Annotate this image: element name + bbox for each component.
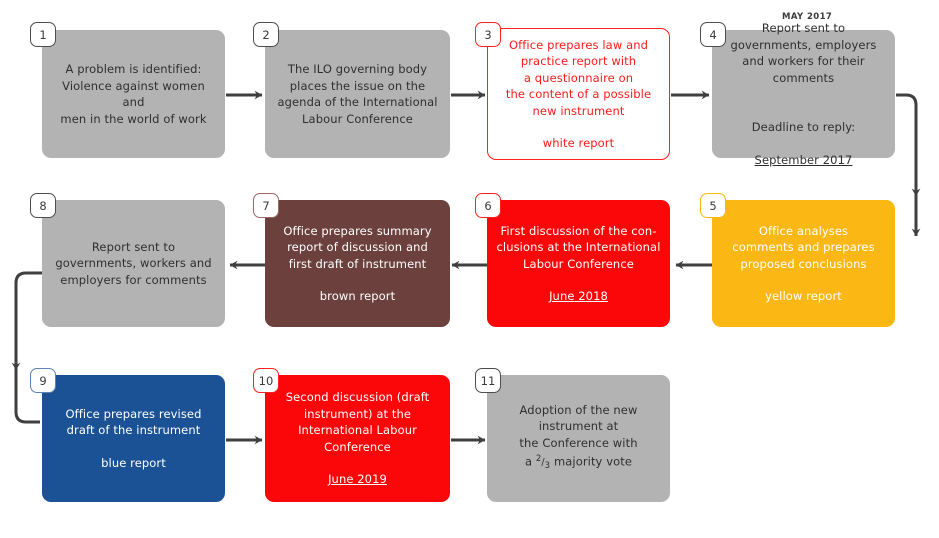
step-8-number: 8 [39,198,47,213]
step-7-report: brown report [319,289,396,303]
step-box-8[interactable]: Report sent to governments, workers and … [42,200,225,327]
step-badge-9: 9 [30,368,56,393]
step-6-date: June 2018 [549,289,608,303]
step-11-number: 11 [480,373,496,388]
step-4-caption: MAY 2017 [782,12,833,22]
step-6-number: 6 [484,198,492,213]
step-11-fraction-numerator: 2 [535,454,542,465]
step-3-body: Office prepares law and practice report … [505,37,652,118]
step-box-10[interactable]: Second discussion (draft instrument) at … [265,375,450,502]
step-7-number: 7 [262,198,270,213]
step-badge-7: 7 [253,193,279,218]
step-badge-11: 11 [475,368,501,393]
step-11-fraction: 2/3 [535,454,551,472]
step-5-report: yellow report [765,289,842,303]
step-box-2[interactable]: The ILO governing body places the issue … [265,30,450,158]
step-box-5[interactable]: Office analyses comments and prepares pr… [712,200,895,327]
step-11-body-post: majority vote [550,455,633,470]
step-10-number: 10 [258,373,274,388]
step-badge-1: 1 [30,22,56,47]
step-5-number: 5 [709,198,717,213]
step-10-date: June 2019 [328,472,387,487]
step-badge-2: 2 [253,22,279,47]
step-badge-4: 4 [700,22,726,47]
step-1-body: A problem is identified: Violence agains… [60,62,207,126]
step-9-body: Office prepares revised draft of the ins… [65,406,202,438]
step-2-body: The ILO governing body places the issue … [277,62,438,126]
step-box-3[interactable]: Office prepares law and practice report … [487,28,670,160]
step-box-1[interactable]: A problem is identified: Violence agains… [42,30,225,158]
arrow-4-to-5 [896,93,921,237]
step-4-body: Report sent to governments, employers an… [730,21,877,85]
step-6-body: First discussion of the con- clusions at… [496,223,661,271]
step-badge-6: 6 [475,193,501,218]
step-10-body: Second discussion (draft instrument) at … [285,390,430,454]
step-badge-5: 5 [700,193,726,218]
arrow-8-to-9-tail [14,411,40,424]
step-3-number: 3 [484,27,492,42]
step-7-body: Office prepares summary report of discus… [283,223,432,271]
step-box-9[interactable]: Office prepares revised draft of the ins… [42,375,225,502]
step-11-fraction-denominator: 3 [544,461,551,472]
step-badge-10: 10 [253,368,279,393]
step-4-deadline-date: September 2017 [754,152,853,167]
step-box-4[interactable]: Report sent to governments, employers an… [712,21,895,167]
step-box-6[interactable]: First discussion of the con- clusions at… [487,200,670,327]
step-11-body: Adoption of the new instrument at the Co… [519,402,637,475]
step-9-number: 9 [39,373,47,388]
step-box-7[interactable]: Office prepares summary report of discus… [265,200,450,327]
step-11-body-pre: Adoption of the new instrument at the Co… [519,402,638,470]
step-4-deadline-label: Deadline to reply: [751,119,856,134]
step-badge-3: 3 [475,22,501,47]
step-4-deadline: Deadline to reply: September 2017 [752,102,856,168]
step-2-number: 2 [262,27,270,42]
step-4-number: 4 [709,27,717,42]
step-3-report: white report [542,136,615,150]
step-9-report: blue report [101,455,166,470]
step-badge-8: 8 [30,193,56,218]
step-box-11[interactable]: Adoption of the new instrument at the Co… [487,375,670,502]
step-1-number: 1 [39,27,47,42]
step-5-body: Office analyses comments and prepares pr… [732,223,875,271]
step-8-body: Report sent to governments, workers and … [55,239,212,287]
